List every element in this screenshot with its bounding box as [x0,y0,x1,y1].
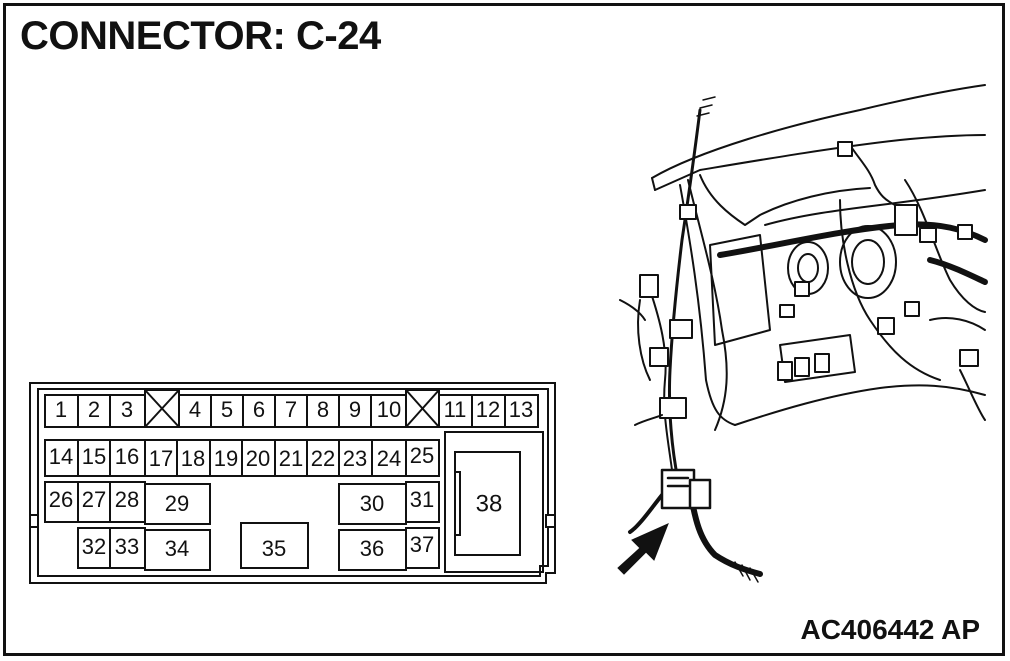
pin-30: 30 [360,491,384,516]
pin-34: 34 [165,536,189,561]
pin-2: 2 [88,397,100,422]
pin-6: 6 [253,397,265,422]
figure-reference-code: AC406442 AP [800,614,980,645]
pin-1: 1 [55,397,67,422]
pin-3: 3 [121,397,133,422]
pin-5: 5 [221,397,233,422]
pin-26: 26 [49,487,73,512]
harness-connectors [639,141,979,419]
pin-38: 38 [476,490,503,517]
pin-27: 27 [82,487,106,512]
row1-cells [44,389,539,428]
target-connector-c24 [660,468,712,510]
pin-35: 35 [262,536,286,561]
pin-15: 15 [82,444,106,469]
pin-4: 4 [189,397,201,422]
pin-14: 14 [49,444,73,469]
pin-12: 12 [476,397,500,422]
pin-28: 28 [115,487,139,512]
pin-24: 24 [377,446,401,471]
connector-title: CONNECTOR: C-24 [20,14,381,58]
pin-16: 16 [115,444,139,469]
pin-21: 21 [279,446,303,471]
pin-32: 32 [82,534,106,559]
pin-17: 17 [149,446,173,471]
pin-19: 19 [214,446,238,471]
pin-33: 33 [115,534,139,559]
pin-8: 8 [317,397,329,422]
pin-22: 22 [311,446,335,471]
pin-9: 9 [349,397,361,422]
pin-7: 7 [285,397,297,422]
terminal-38-housing [444,431,544,573]
pin-13: 13 [509,397,533,422]
connector-face [29,382,556,584]
dashboard-harness-illustration [619,84,988,583]
pin-36: 36 [360,536,384,561]
pin-11: 11 [444,397,467,422]
pin-31: 31 [410,487,434,512]
pin-37: 37 [410,532,434,557]
pin-29: 29 [165,491,189,516]
row2-cells [44,439,440,477]
row4-cells [77,522,440,571]
diagram-frame [3,3,1005,656]
pin-labels: 1 2 3 4 5 6 7 8 9 10 11 12 13 14 15 16 1… [49,397,533,561]
pin-20: 20 [246,446,270,471]
row3-cells [44,481,440,525]
pin-23: 23 [343,446,367,471]
pin-18: 18 [181,446,205,471]
pin-10: 10 [377,397,401,422]
location-arrow [617,523,669,575]
pin-25: 25 [410,443,434,468]
